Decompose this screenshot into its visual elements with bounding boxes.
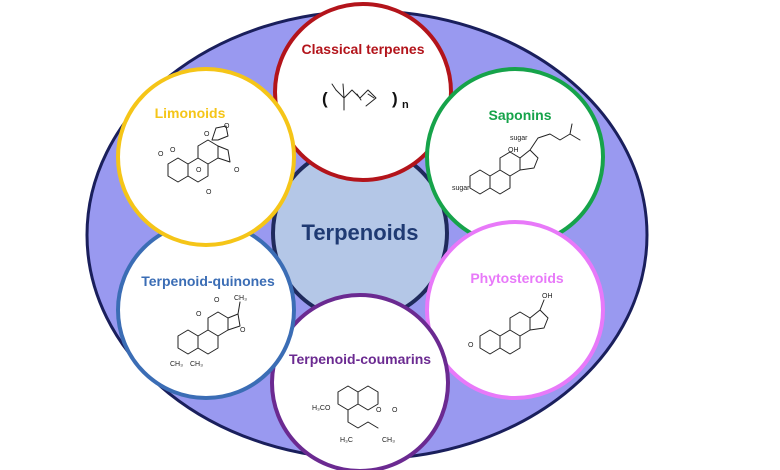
terpenoid-coumarins-structure: H₃CO O O H₃C CH₃ bbox=[312, 385, 398, 444]
coumarins-ch3: CH₃ bbox=[382, 437, 395, 444]
node-limonoids: Limonoids O O O O O O O bbox=[116, 67, 296, 247]
terpenoid-coumarins-label: Terpenoid-coumarins bbox=[289, 351, 431, 367]
center-label: Terpenoids bbox=[302, 220, 419, 245]
limonoids-structure: O O O O O O O bbox=[158, 123, 240, 196]
terpenoid-coumarins-circle bbox=[270, 293, 450, 470]
phytosteroids-label: Phytosteroids bbox=[470, 270, 564, 286]
quinones-o1: O bbox=[196, 311, 202, 318]
quinones-ch3a: CH₃ bbox=[170, 361, 183, 368]
classical-terpenes-structure: ( ) n bbox=[322, 83, 409, 111]
terpenoid-quinones-circle bbox=[116, 220, 296, 400]
coumarins-o2: O bbox=[392, 407, 398, 414]
formula-close-paren: ) bbox=[392, 89, 398, 108]
saponins-sugar-left: sugar bbox=[452, 185, 470, 192]
limonoids-o4: O bbox=[204, 131, 210, 138]
quinones-o2: O bbox=[214, 297, 220, 304]
saponins-oh: OH bbox=[508, 147, 519, 154]
formula-subscript-n: n bbox=[402, 99, 409, 111]
limonoids-o3: O bbox=[170, 147, 176, 154]
node-terpenoid-coumarins: Terpenoid-coumarins H₃CO O O H₃C CH₃ bbox=[270, 293, 450, 470]
quinones-ch3: CH₃ bbox=[234, 295, 247, 302]
limonoids-o7: O bbox=[206, 189, 212, 196]
node-phytosteroids: Phytosteroids OH O bbox=[425, 220, 605, 400]
limonoids-label: Limonoids bbox=[155, 105, 226, 121]
saponins-sugar-top: sugar bbox=[510, 135, 528, 142]
saponins-label: Saponins bbox=[488, 107, 551, 123]
limonoids-o6: O bbox=[196, 167, 202, 174]
coumarins-o1: O bbox=[376, 407, 382, 414]
quinones-o3: O bbox=[240, 327, 246, 334]
coumarins-h3co: H₃CO bbox=[312, 405, 331, 412]
node-terpenoid-quinones: Terpenoid-quinones O O CH₃ O CH₃ CH₃ bbox=[116, 220, 296, 400]
terpenoid-quinones-structure: O O CH₃ O CH₃ CH₃ bbox=[170, 295, 247, 368]
phytosteroids-o: O bbox=[468, 342, 474, 349]
saponins-structure: sugar OH sugar bbox=[452, 123, 581, 195]
limonoids-circle bbox=[116, 67, 296, 247]
limonoids-o5: O bbox=[234, 167, 240, 174]
classical-terpenes-label: Classical terpenes bbox=[302, 41, 425, 57]
limonoids-o2: O bbox=[158, 151, 164, 158]
quinones-ch3b: CH₃ bbox=[190, 361, 203, 368]
limonoids-o1: O bbox=[224, 123, 230, 130]
coumarins-h3c: H₃C bbox=[340, 437, 353, 444]
saponins-circle bbox=[425, 67, 605, 247]
terpenoid-quinones-label: Terpenoid-quinones bbox=[141, 273, 275, 289]
node-classical-terpenes: Classical terpenes ( ) n bbox=[273, 2, 453, 182]
classical-terpenes-circle bbox=[273, 2, 453, 182]
node-saponins: Saponins sugar OH sugar bbox=[425, 67, 605, 247]
phytosteroids-structure: OH O bbox=[468, 293, 553, 355]
phytosteroids-oh: OH bbox=[542, 293, 553, 300]
formula-open-paren: ( bbox=[322, 89, 328, 108]
phytosteroids-circle bbox=[425, 220, 605, 400]
